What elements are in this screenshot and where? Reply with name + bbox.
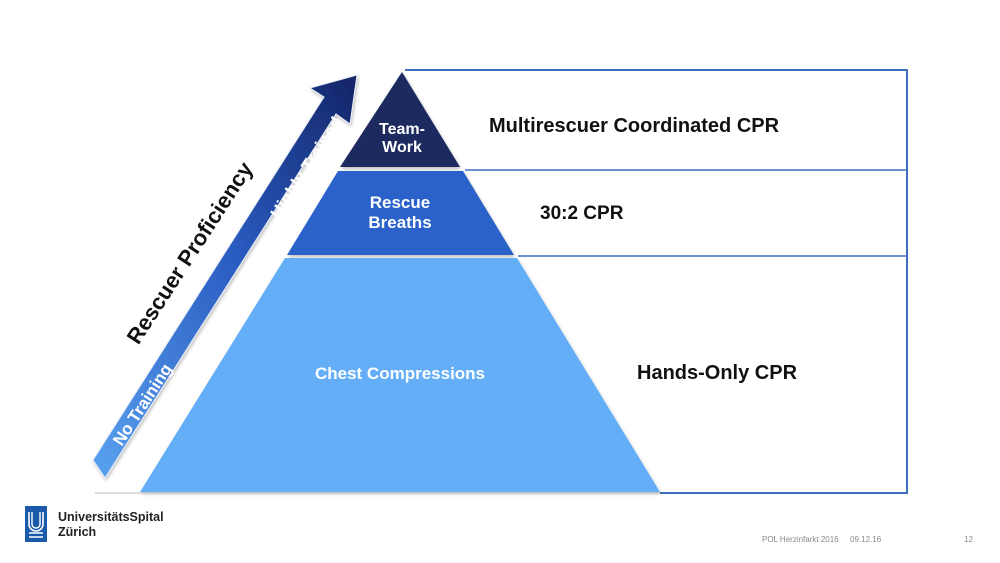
table-border: [405, 69, 908, 494]
tier-label-teamwork-line2: Work: [382, 139, 422, 157]
university-name: UniversitätsSpital Zürich: [58, 510, 164, 540]
arrow-shape: [92, 74, 358, 479]
tier-label-teamwork-line1: Team-: [379, 121, 425, 138]
tier-label-rescue-breaths: Rescue Breaths: [340, 193, 460, 232]
university-logo-icon: [25, 506, 47, 542]
tier-label-rescue-line2: Breaths: [368, 212, 432, 232]
cpr-label-multirescuer: Multirescuer Coordinated CPR: [489, 115, 780, 137]
footer-date: 09.12.16: [850, 535, 882, 544]
proficiency-arrow: [92, 74, 358, 479]
tier-rescue-breaths: [287, 171, 514, 255]
university-name-line2: Zürich: [58, 525, 97, 539]
footer-page-number: 12: [964, 535, 973, 544]
cpr-label-30-2: 30:2 CPR: [540, 203, 624, 224]
tier-label-chest-line1: Chest Compressions: [314, 364, 486, 383]
pyramid: [140, 72, 660, 492]
tier-label-chest-compressions: Chest Compressions: [280, 364, 520, 384]
footer-presentation: POL Herzinfarkt 2016: [762, 535, 839, 544]
university-name-line1: UniversitätsSpital: [58, 510, 164, 524]
cpr-label-hands-only: Hands-Only CPR: [637, 362, 798, 384]
tier-chest-compressions: [140, 258, 660, 492]
tier-label-rescue-line1: Rescue: [369, 193, 431, 212]
tier-label-teamwork: Team- Work: [352, 121, 452, 158]
tier-teamwork: [340, 72, 460, 167]
cpr-table: [405, 69, 908, 494]
